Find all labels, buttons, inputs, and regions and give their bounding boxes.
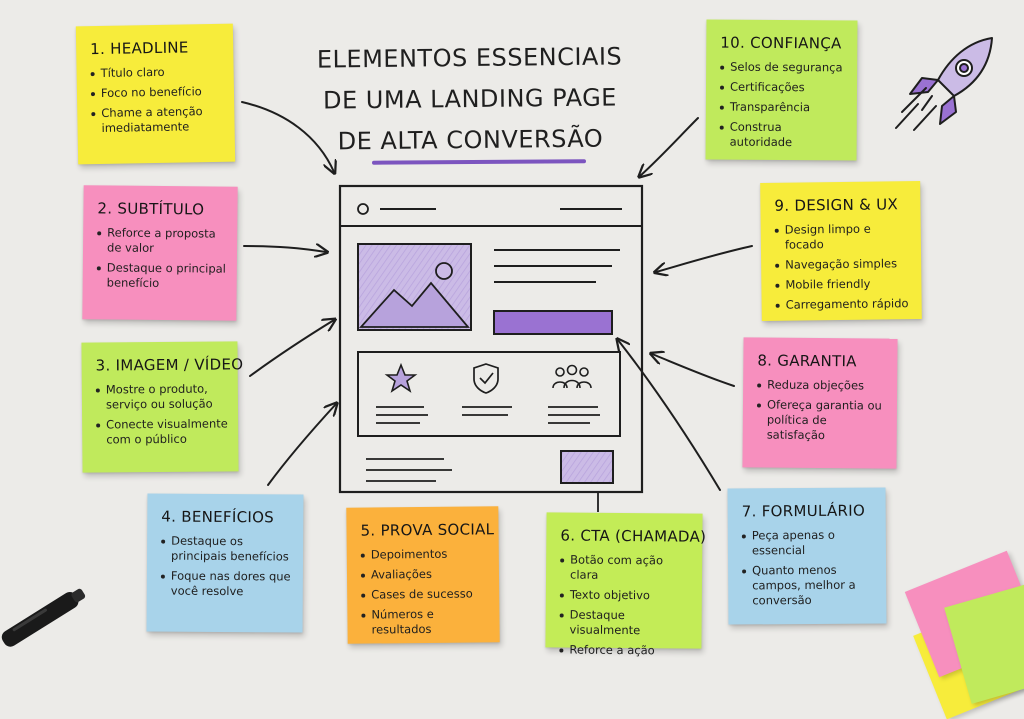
- note-item: Mostre o produto, serviço ou solução: [96, 381, 228, 412]
- note-prova-social: 5. PROVA SOCIAL Depoimentos Avaliações C…: [346, 506, 500, 644]
- note-confianca: 10. CONFIANÇA Selos de segurança Certifi…: [705, 19, 858, 161]
- marker-pen-icon: [1, 588, 86, 647]
- arrow-subtitulo: [243, 246, 326, 252]
- arrow-confianca: [640, 117, 699, 176]
- note-item: Carregamento rápido: [776, 296, 912, 313]
- landing-page-wireframe: [241, 101, 753, 512]
- note-headline: 1. HEADLINE Título claro Foco no benefíc…: [75, 23, 236, 165]
- note-title: 2. SUBTÍTULO: [97, 199, 205, 219]
- note-item: Chame a atenção imediatamente: [91, 104, 225, 136]
- people-icon: [552, 364, 592, 389]
- sticky-note-stack: [904, 540, 1024, 719]
- note-item: Destaque os principais benefícios: [161, 534, 293, 565]
- note-beneficios: 4. BENEFÍCIOS Destaque os principais ben…: [146, 493, 304, 633]
- image-placeholder-icon: [357, 243, 472, 331]
- arrow-headline: [241, 101, 334, 172]
- note-item: Números e resultados: [361, 606, 489, 637]
- note-item: Foco no benefício: [91, 84, 224, 101]
- note-item: Design limpo e focado: [775, 221, 911, 253]
- note-item: Conecte visualmente com o público: [96, 416, 228, 447]
- note-title: 5. PROVA SOCIAL: [360, 520, 495, 540]
- note-title: 4. BENEFÍCIOS: [161, 507, 275, 527]
- note-item: Ofereça garantia ou política de satisfaç…: [757, 397, 887, 443]
- note-item: Cases de sucesso: [361, 586, 489, 602]
- whiteboard: ELEMENTOS ESSENCIAIS DE UMA LANDING PAGE…: [0, 0, 1024, 683]
- features-box: [357, 351, 621, 437]
- note-title: 8. GARANTIA: [757, 351, 857, 371]
- star-icon: [384, 362, 418, 393]
- note-item: Transparência: [720, 100, 847, 116]
- note-cta: 6. CTA (CHAMADA) Botão com ação clara Te…: [545, 512, 707, 657]
- note-item: Reduza objeções: [757, 377, 887, 393]
- note-item: Reforce a proposta de valor: [97, 225, 227, 256]
- note-item: Peça apenas o essencial: [742, 528, 876, 559]
- note-title: 10. CONFIANÇA: [720, 33, 842, 53]
- arrow-garantia: [652, 354, 735, 387]
- note-item: Construa autoridade: [720, 120, 847, 151]
- note-title: 1. HEADLINE: [90, 38, 189, 59]
- arrow-imagem: [249, 320, 334, 377]
- note-garantia: 8. GARANTIA Reduza objeções Ofereça gara…: [742, 337, 898, 469]
- note-item: Navegação simples: [775, 256, 911, 273]
- arrow-formulario: [618, 340, 721, 491]
- note-design-ux: 9. DESIGN & UX Design limpo e focado Nav…: [760, 181, 922, 321]
- note-formulario: 7. FORMULÁRIO Peça apenas o essencial Qu…: [727, 487, 887, 625]
- note-item: Título claro: [91, 64, 224, 81]
- arrow-beneficios: [267, 404, 336, 486]
- note-item: Depoimentos: [361, 546, 489, 562]
- note-title: 7. FORMULÁRIO: [741, 501, 866, 521]
- note-title: 9. DESIGN & UX: [774, 195, 899, 215]
- shield-check-icon: [473, 363, 499, 394]
- note-item: Botão com ação clara: [560, 552, 692, 583]
- note-item: Certificações: [720, 80, 847, 96]
- note-item: Texto objetivo: [560, 587, 692, 603]
- rocket-icon: [895, 37, 993, 131]
- browser-dot-icon: [357, 203, 369, 215]
- form-block: [560, 450, 614, 484]
- note-item: Avaliações: [361, 566, 489, 582]
- note-item: Mobile friendly: [775, 276, 911, 293]
- note-item: Selos de segurança: [720, 60, 847, 76]
- browser-frame: [338, 184, 644, 494]
- note-subtitulo: 2. SUBTÍTULO Reforce a proposta de valor…: [82, 185, 238, 321]
- note-item: Quanto menos campos, melhor a conversão: [742, 563, 876, 609]
- note-imagem-video: 3. IMAGEM / VÍDEO Mostre o produto, serv…: [81, 341, 244, 473]
- arrow-design: [656, 245, 753, 272]
- note-item: Reforce a ação: [559, 642, 691, 658]
- note-title: 3. IMAGEM / VÍDEO: [95, 355, 244, 375]
- note-item: Destaque visualmente: [560, 607, 692, 638]
- wireframe-cta-button: [493, 310, 613, 335]
- note-item: Foque nas dores que você resolve: [161, 569, 293, 600]
- note-title: 6. CTA (CHAMADA): [560, 526, 707, 546]
- note-item: Destaque o principal benefício: [97, 260, 227, 291]
